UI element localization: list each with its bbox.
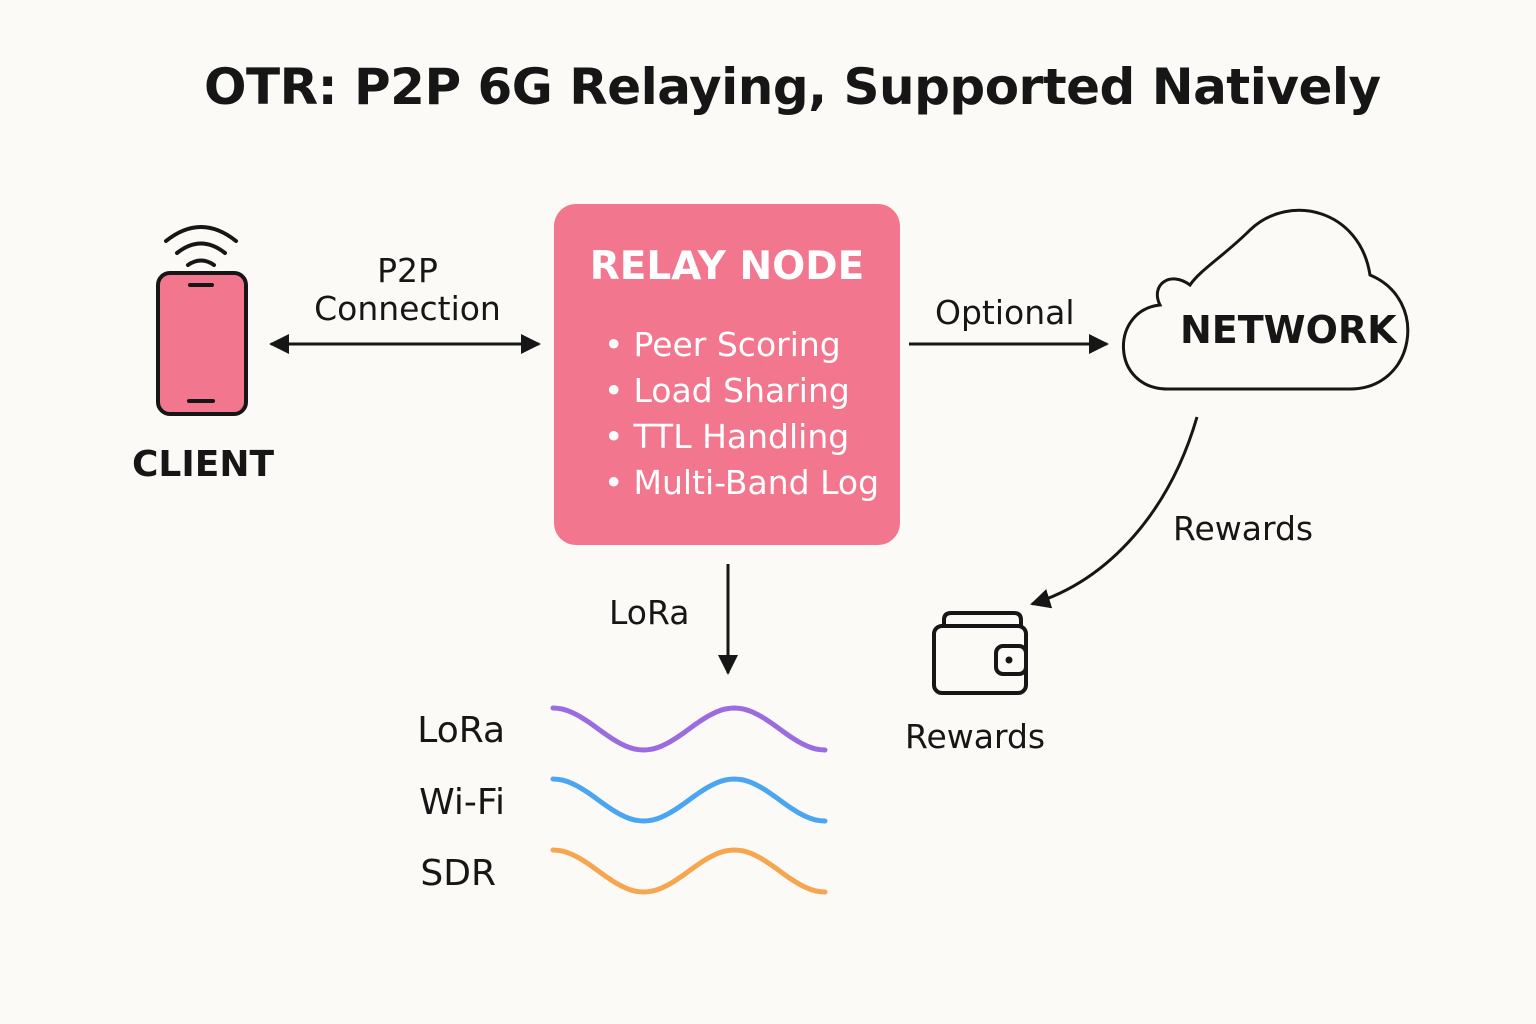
p2p-connection-label: P2P Connection [300, 252, 515, 328]
bullet-icon: • [604, 325, 624, 364]
relay-feature-item: •Peer Scoring [604, 325, 841, 364]
rewards-arrow [1030, 416, 1199, 609]
relay-feature-list: •Peer Scoring •Load Sharing •TTL Handlin… [604, 322, 879, 506]
smartphone-wifi-icon [156, 225, 248, 416]
relay-feature-item: •Load Sharing [604, 371, 850, 410]
wallet-icon [932, 611, 1028, 695]
network-label: NETWORK [1180, 308, 1397, 352]
page-title: OTR: P2P 6G Relaying, Supported Natively [204, 58, 1381, 116]
client-label: CLIENT [132, 444, 275, 485]
bullet-icon: • [604, 417, 624, 456]
relay-node-title: RELAY NODE [589, 244, 865, 289]
optional-label: Optional [935, 293, 1075, 332]
p2p-label-line1: P2P [377, 251, 438, 290]
wifi-wave [550, 776, 828, 824]
relay-feature-item: •TTL Handling [604, 417, 850, 456]
bullet-icon: • [604, 371, 624, 410]
lora-wave [550, 705, 828, 753]
band-label-wifi: Wi-Fi [419, 782, 505, 823]
sdr-wave [550, 847, 828, 895]
lora-arrow-label: LoRa [609, 593, 690, 632]
cloud-icon [1122, 208, 1410, 391]
relay-node-box: RELAY NODE •Peer Scoring •Load Sharing •… [554, 204, 900, 545]
p2p-label-line2: Connection [314, 289, 501, 328]
rewards-label: Rewards [905, 717, 1046, 756]
band-label-lora: LoRa [417, 710, 505, 751]
bullet-icon: • [604, 463, 624, 502]
rewards-arrow-label: Rewards [1173, 509, 1314, 548]
relay-feature-item: •Multi-Band Log [604, 463, 880, 502]
band-label-sdr: SDR [420, 853, 496, 894]
